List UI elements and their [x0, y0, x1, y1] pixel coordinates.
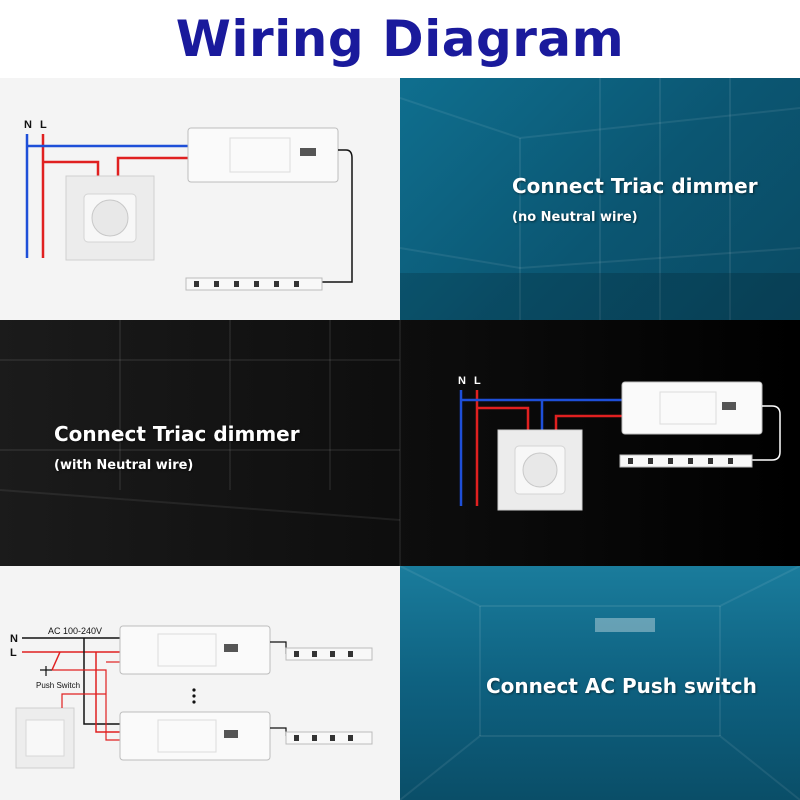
live-wire-to-dimmer: [43, 160, 100, 178]
caption-subheading: (no Neutral wire): [512, 210, 638, 225]
led-driver-1: [119, 625, 271, 675]
led-driver: [621, 381, 763, 435]
driver-2-label-area: [157, 719, 217, 753]
wiring-diagram-3: AC 100-240V N L Push Switch: [10, 625, 373, 769]
live-label: L: [40, 119, 47, 131]
page-title: Wiring Diagram: [175, 10, 625, 68]
dc-output-wire: [752, 405, 781, 461]
dc-output-wire: [322, 149, 353, 283]
caption-panel-push-switch: Connect AC Push switch: [400, 566, 800, 800]
caption-heading: Connect AC Push switch: [486, 674, 757, 698]
push-switch-symbol: [40, 666, 52, 676]
driver-1-logo: [224, 644, 238, 652]
dimmer-knob: [522, 452, 558, 488]
dimmer-knob: [91, 199, 129, 237]
panel-triac-with-neutral: N L Connect Triac dimmer (with Neutral w…: [0, 320, 800, 566]
led-driver-2: [119, 711, 271, 761]
switch-wire: [61, 693, 106, 708]
dimmed-wire-to-driver: [116, 156, 188, 178]
driver-label-area: [659, 391, 717, 425]
caption-panel-triac-no-neutral: Connect Triac dimmer (no Neutral wire): [400, 78, 800, 320]
diagram-triac-no-neutral: N L: [0, 78, 400, 320]
led-driver: [187, 127, 339, 183]
caption-heading: Connect Triac dimmer: [512, 174, 758, 198]
neutral-label: N: [24, 119, 32, 131]
caption-heading: Connect Triac dimmer: [54, 422, 300, 446]
driver-logo: [722, 402, 736, 410]
dc-output-wire-2: [270, 727, 287, 736]
caption-subheading: (with Neutral wire): [54, 458, 194, 473]
room-background-3: [400, 566, 800, 800]
neutral-label: N: [458, 375, 466, 387]
led-chips: [194, 281, 299, 287]
neutral-label: N: [10, 633, 18, 645]
live-label: L: [10, 647, 17, 659]
led-chips: [628, 458, 733, 464]
switch-contact: [51, 651, 61, 671]
driver-logo: [300, 148, 316, 156]
voltage-label: AC 100-240V: [48, 626, 102, 636]
push-switch-label: Push Switch: [36, 681, 80, 690]
neutral-feed-2: [83, 638, 120, 725]
driver-label-area: [229, 137, 291, 173]
wiring-diagram-1: N L: [24, 119, 353, 291]
live-feed-2: [95, 652, 120, 733]
led-chips-2: [294, 735, 353, 741]
more-drivers-ellipsis: [192, 688, 196, 704]
driver-1-label-area: [157, 633, 217, 667]
diagram-push-switch: AC 100-240V N L Push Switch: [0, 566, 400, 800]
driver-2-logo: [224, 730, 238, 738]
live-label: L: [474, 375, 481, 387]
dimmed-wire-to-driver: [554, 414, 622, 434]
dc-output-wire-1: [270, 641, 287, 654]
room-background-2: [0, 320, 401, 566]
wiring-diagram-2: N L: [0, 320, 781, 566]
wall-push-switch-button: [25, 719, 65, 757]
room-background-1: [400, 78, 800, 320]
switched-feed: [52, 669, 120, 741]
led-chips-1: [294, 651, 353, 657]
live-wire-to-dimmer: [477, 406, 530, 434]
